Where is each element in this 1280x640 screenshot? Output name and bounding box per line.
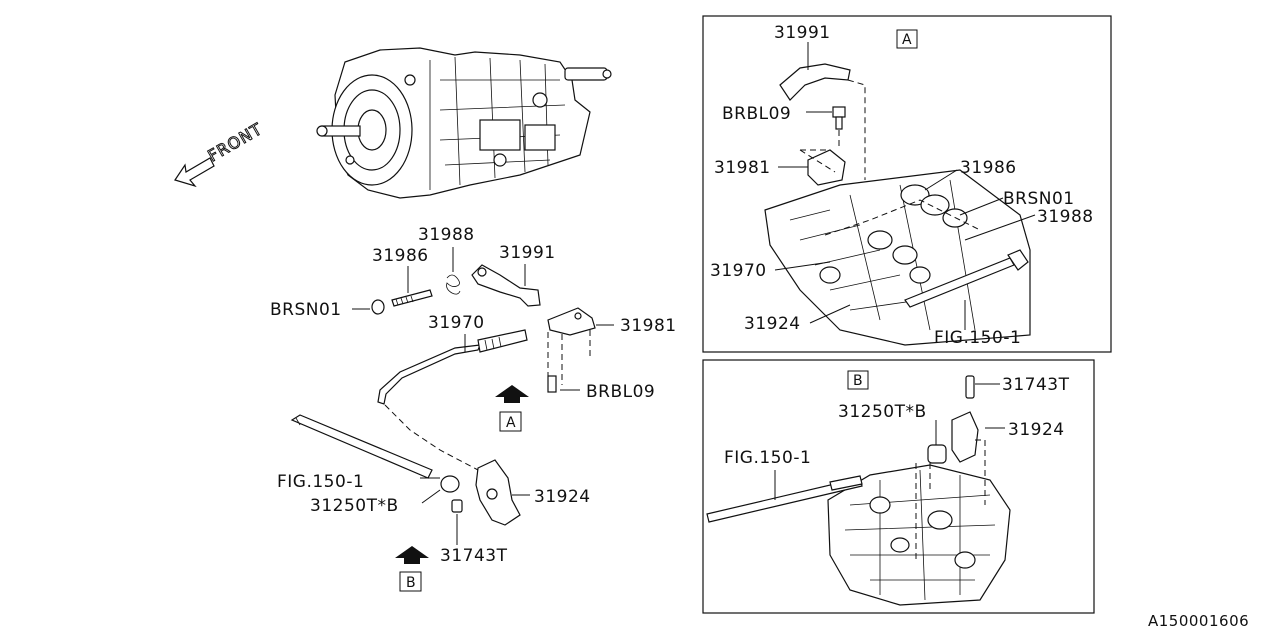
panel-b-label-31743: 31743T [1002, 375, 1070, 395]
panel-b: B [702, 359, 1095, 614]
label-fig150: FIG.150-1 [277, 472, 364, 492]
tag-b-label: B [406, 575, 416, 591]
label-31988: 31988 [418, 225, 475, 245]
panel-a-label-brbl09: BRBL09 [722, 104, 791, 124]
panel-a-label-31988: 31988 [1037, 207, 1094, 227]
view-arrow-b-icon [395, 546, 429, 564]
front-arrow-icon [174, 157, 215, 188]
panel-a-label-31970: 31970 [710, 261, 767, 281]
panel-a-label-31981: 31981 [714, 158, 771, 178]
panel-b-label-31924: 31924 [1008, 420, 1065, 440]
label-31970: 31970 [428, 313, 485, 333]
panel-a-label-fig150: FIG.150-1 [934, 328, 1021, 348]
main-leader-lines [352, 247, 614, 545]
panel-a: A [702, 15, 1112, 353]
tag-box-a [499, 411, 522, 432]
panel-a-label-31991: 31991 [774, 23, 831, 43]
tag-a-label: A [506, 415, 516, 431]
panel-b-leaders [774, 383, 1005, 500]
panel-a-label-31924: 31924 [744, 314, 801, 334]
tag-box-b [399, 571, 422, 592]
label-brsn01: BRSN01 [270, 300, 342, 320]
label-31991: 31991 [499, 243, 556, 263]
label-31743: 31743T [440, 546, 508, 566]
panel-a-label-31986: 31986 [960, 158, 1017, 178]
panel-a-label-brsn01: BRSN01 [1003, 189, 1075, 209]
view-arrow-a-icon [495, 385, 529, 403]
label-brbl09: BRBL09 [586, 382, 655, 402]
label-31986: 31986 [372, 246, 429, 266]
label-31250: 31250T*B [310, 496, 399, 516]
document-id: A150001606 [1148, 612, 1249, 630]
panel-b-tag: B [853, 373, 863, 389]
panel-b-label-fig150: FIG.150-1 [724, 448, 811, 468]
front-label: FRONT [205, 119, 266, 165]
label-31981: 31981 [620, 316, 677, 336]
panel-b-label-31250: 31250T*B [838, 402, 927, 422]
transmission-assembly [316, 47, 612, 199]
label-31924: 31924 [534, 487, 591, 507]
panel-a-leaders [774, 42, 1036, 330]
exploded-parts [290, 264, 596, 526]
panel-a-tag: A [902, 32, 912, 48]
